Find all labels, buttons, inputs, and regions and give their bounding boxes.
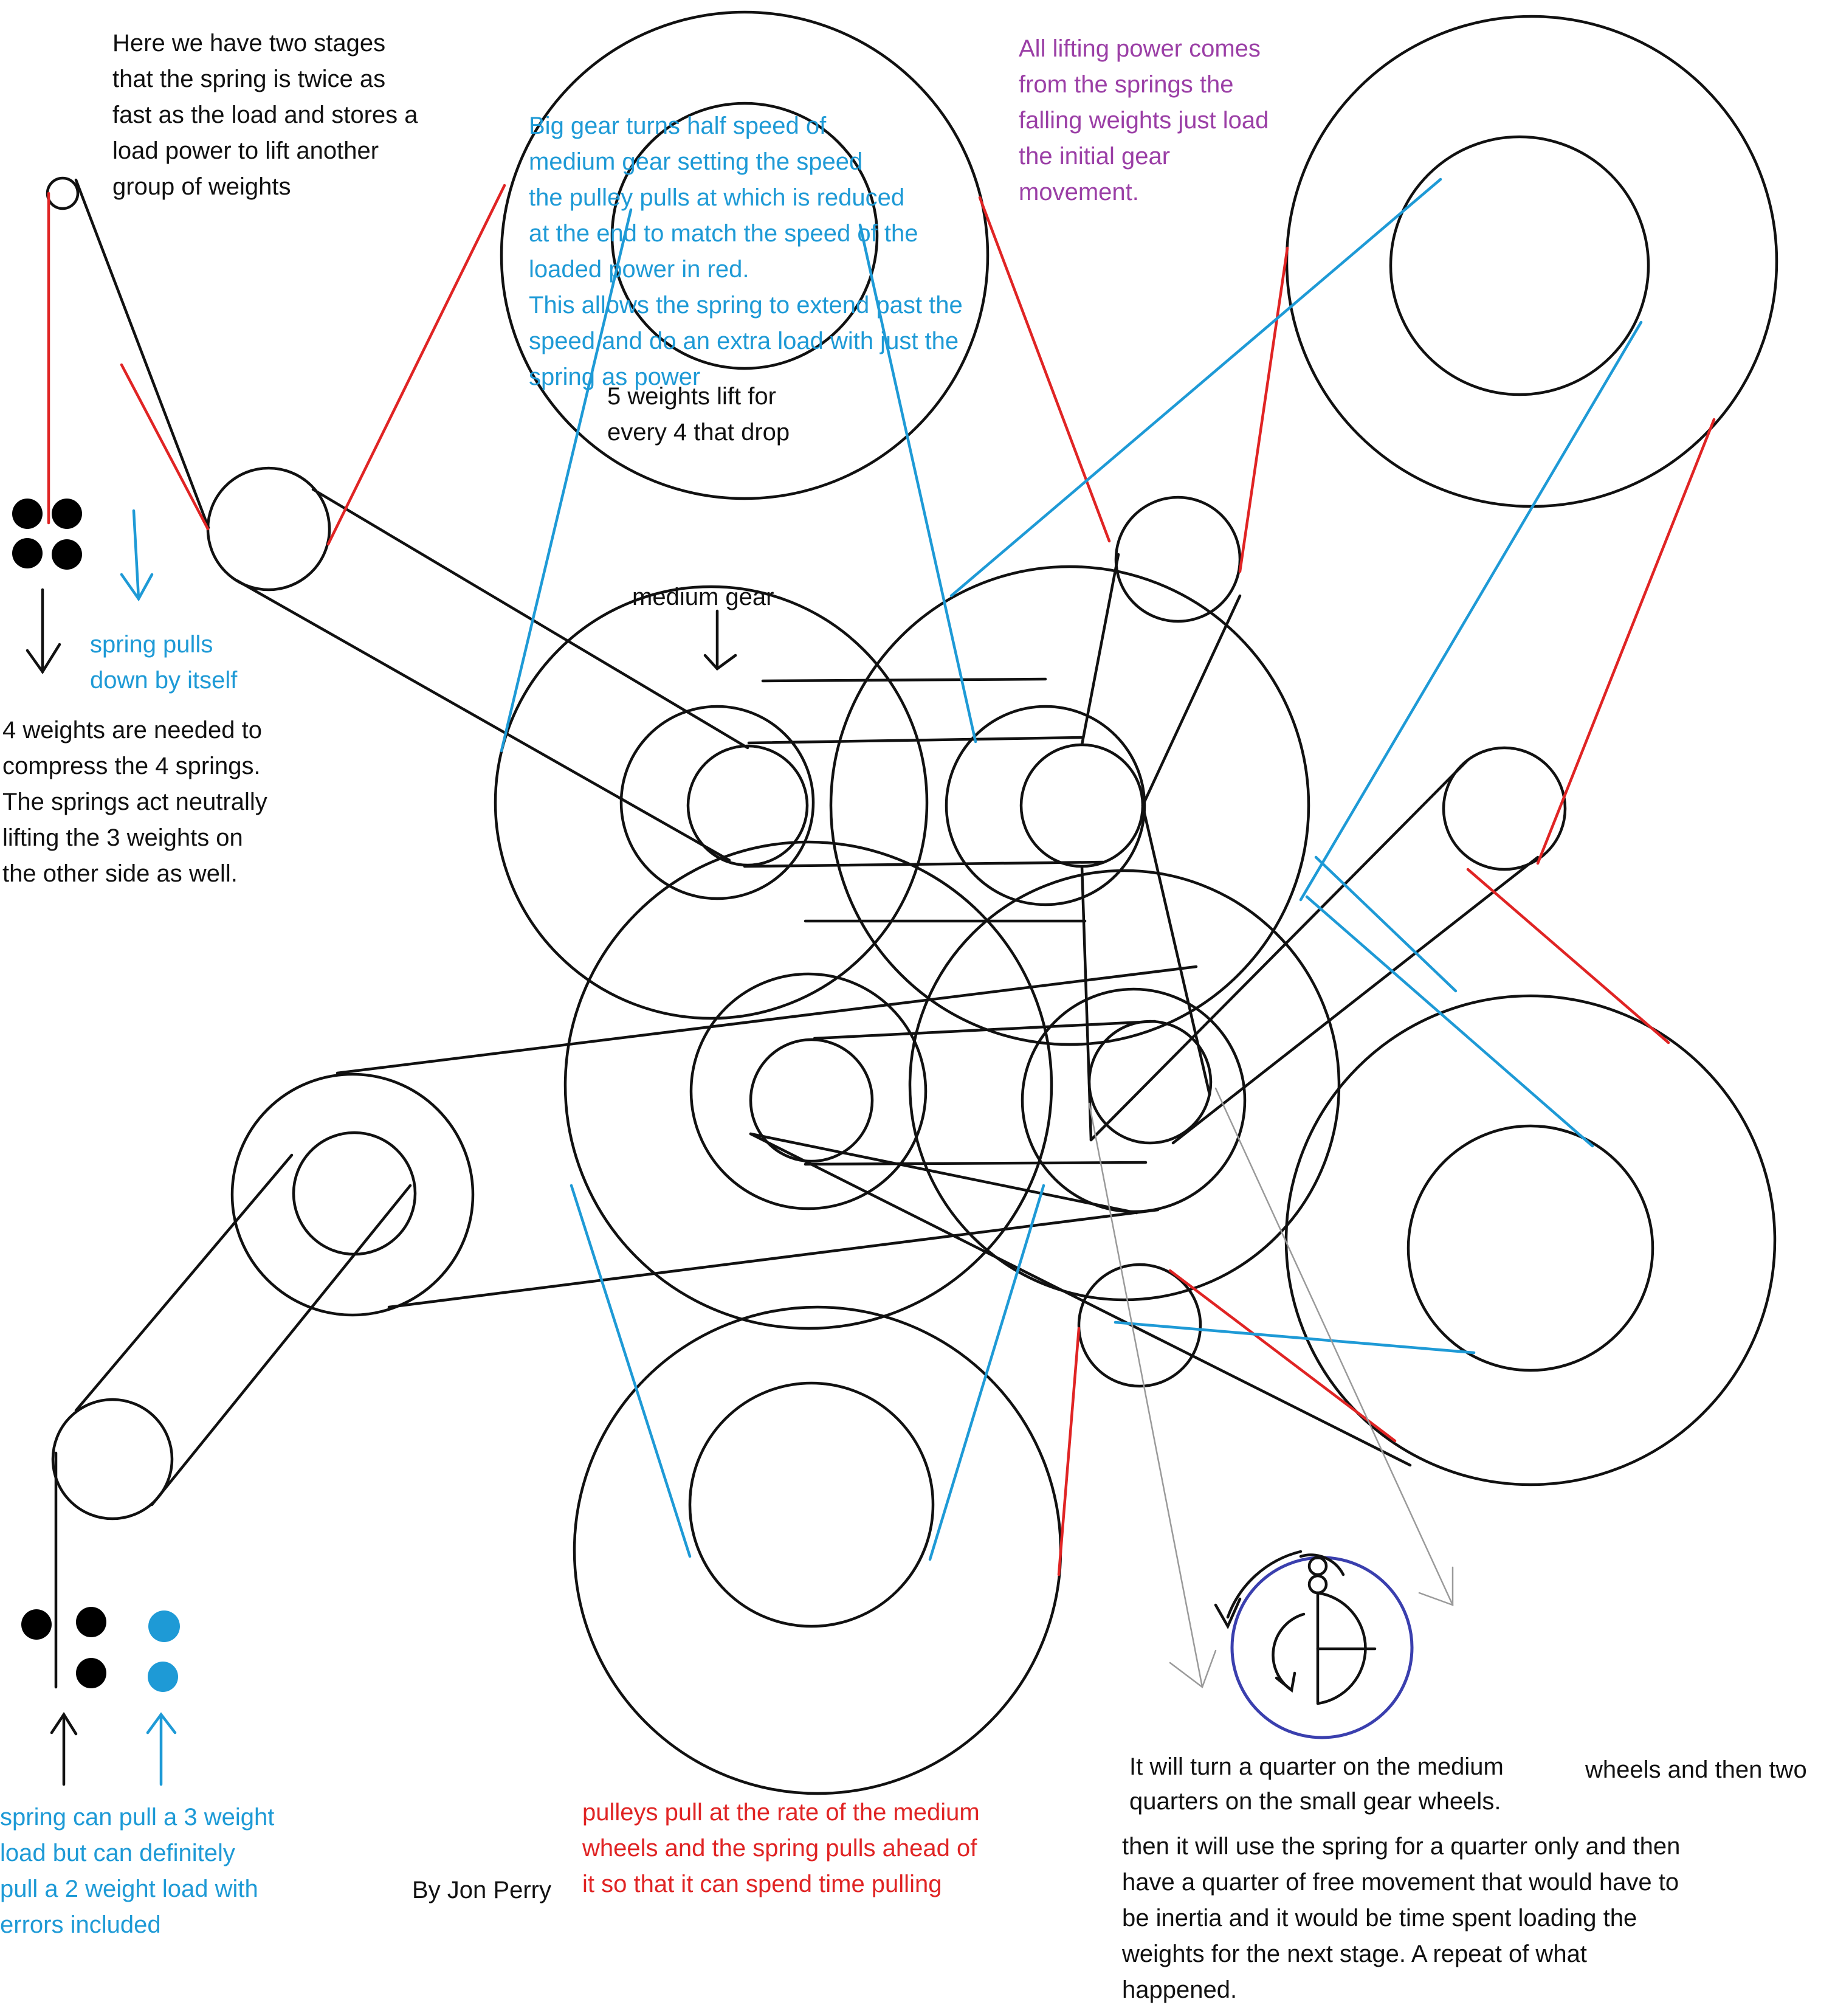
right-big-gear — [1284, 994, 1777, 1486]
red-belts — [47, 184, 1716, 1576]
medium-gear-lower-right — [908, 869, 1341, 1302]
left-middle-pulley — [230, 1072, 475, 1317]
arrow-icon — [120, 509, 177, 1786]
weight-dot-icon — [12, 499, 82, 570]
top-big-gear — [500, 10, 990, 500]
pulleys-pull-note: pulleys pull at the rate of the medium w… — [582, 1799, 980, 1897]
top-right-big-gear — [1285, 15, 1778, 508]
lifting-power-note: All lifting power comes from the springs… — [1019, 35, 1269, 205]
bottom-left-pulley — [51, 1398, 174, 1521]
weight-dot-icon — [21, 1607, 106, 1688]
four-weights-note: 4 weights are needed to compress the 4 s… — [2, 717, 267, 887]
spring-pulls-down-note: spring pulls down by itself — [90, 631, 238, 694]
medium-gear-upper-left — [494, 585, 929, 1020]
spring-quarter-note: then it will use the spring for a quarte… — [1122, 1833, 1681, 2003]
weight-dot-icon — [148, 1610, 180, 1692]
top-idler-pulley — [206, 466, 331, 592]
quarter-turn-dial-icon — [1214, 1550, 1414, 1739]
arrow-icon — [26, 588, 737, 1786]
lower-idler-pulley — [1077, 1263, 1202, 1388]
right-idler-pulley — [1442, 746, 1567, 871]
five-weights-note: 5 weights lift for every 4 that drop — [607, 383, 790, 446]
guide-arrows — [1088, 1087, 1454, 1689]
author-label: By Jon Perry — [412, 1877, 551, 1904]
quarter-turn-note-1: It will turn a quarter on the medium — [1129, 1753, 1504, 1780]
bottom-big-gear — [573, 1305, 1062, 1795]
two-stages-note: Here we have two stages that the spring … — [112, 30, 418, 200]
black-belts — [54, 178, 1540, 1689]
top-left-small-pulley — [46, 176, 80, 210]
quarter-turn-note-2: quarters on the small gear wheels. — [1129, 1788, 1501, 1815]
medium-gear-upper-right — [829, 565, 1310, 1046]
quarter-turn-note-1b: wheels and then two — [1585, 1756, 1807, 1783]
blue-belts — [500, 178, 1643, 1561]
top-right-idler-pulley — [1114, 495, 1242, 623]
spring-can-pull-note: spring can pull a 3 weight load but can … — [0, 1804, 275, 1938]
big-gear-note: Big gear turns half speed of medium gear… — [529, 112, 963, 390]
medium-gear-lower-left — [563, 840, 1053, 1330]
medium-gear-label: medium gear — [632, 584, 774, 610]
